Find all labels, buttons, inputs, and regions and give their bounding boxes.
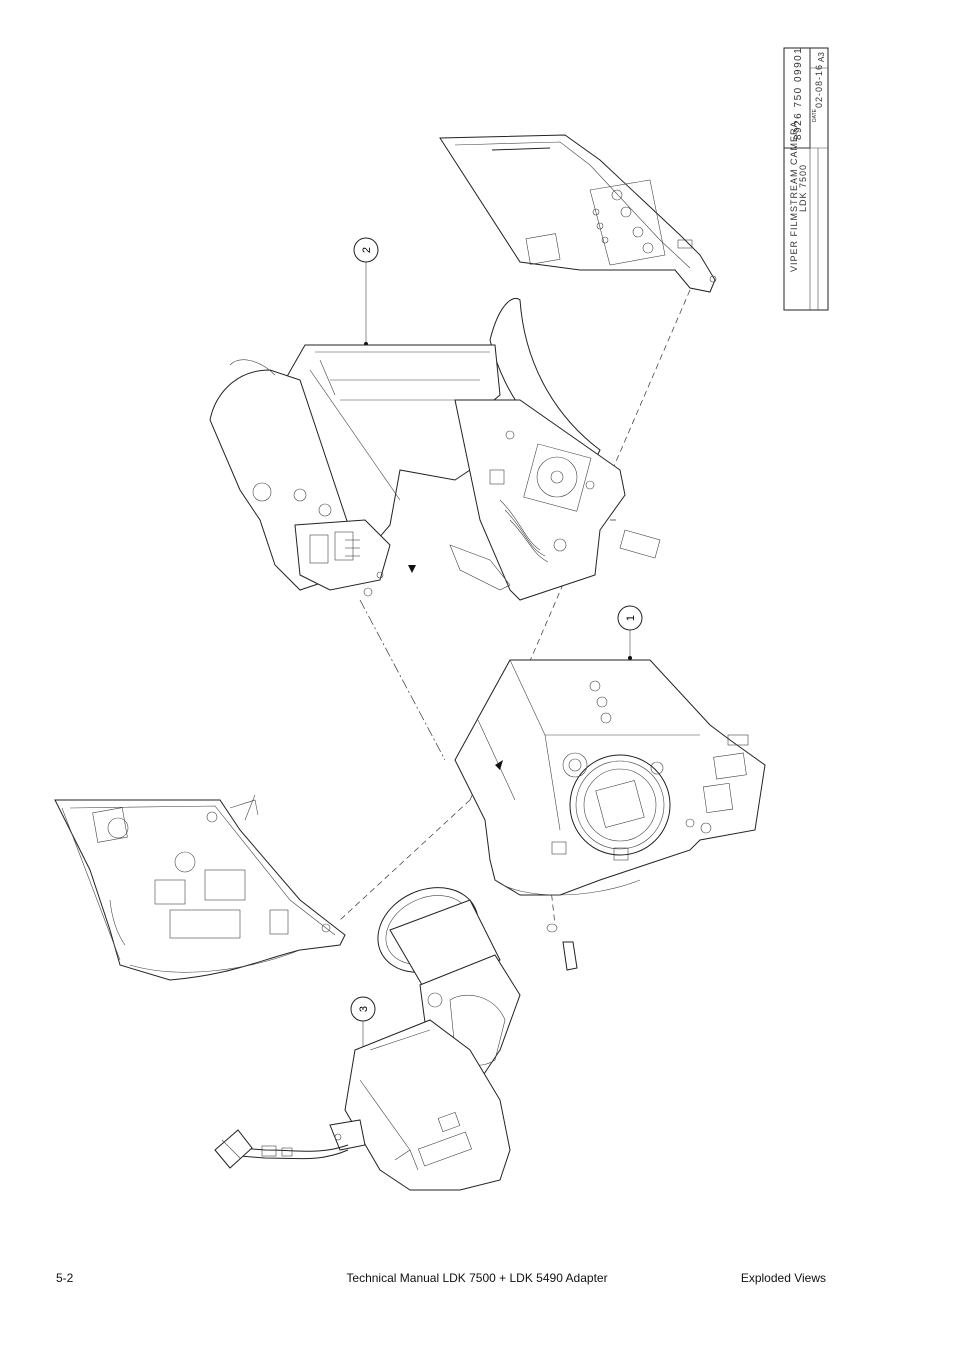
callout-1-label: 1	[625, 615, 637, 621]
date-value: 02-08-16	[814, 64, 824, 108]
document-title: Technical Manual LDK 7500 + LDK 5490 Ada…	[346, 1271, 608, 1285]
title-line-1: VIPER FILMSTREAM CAMERA	[789, 120, 799, 272]
sensor-housing	[454, 659, 766, 971]
bottom-cover	[54, 794, 346, 981]
callout-2: 2	[353, 237, 379, 346]
side-cover-panel	[439, 134, 717, 293]
title-block: 8926 750 09901 VIPER FILMSTREAM CAMERA L…	[783, 47, 829, 311]
callout-2-label: 2	[361, 247, 373, 253]
callout-3-label: 3	[358, 1006, 370, 1012]
main-chassis	[209, 297, 661, 601]
callout-1: 1	[617, 605, 643, 660]
viewfinder	[214, 887, 521, 1191]
page-number: 5-2	[56, 1271, 74, 1285]
title-line-2: LDK 7500	[798, 164, 808, 212]
sheet-size: A3	[817, 52, 826, 62]
section-title: Exploded Views	[740, 1271, 826, 1285]
drawing-number: 8926 750 09901	[793, 47, 804, 140]
date-label: DATE	[812, 108, 818, 122]
